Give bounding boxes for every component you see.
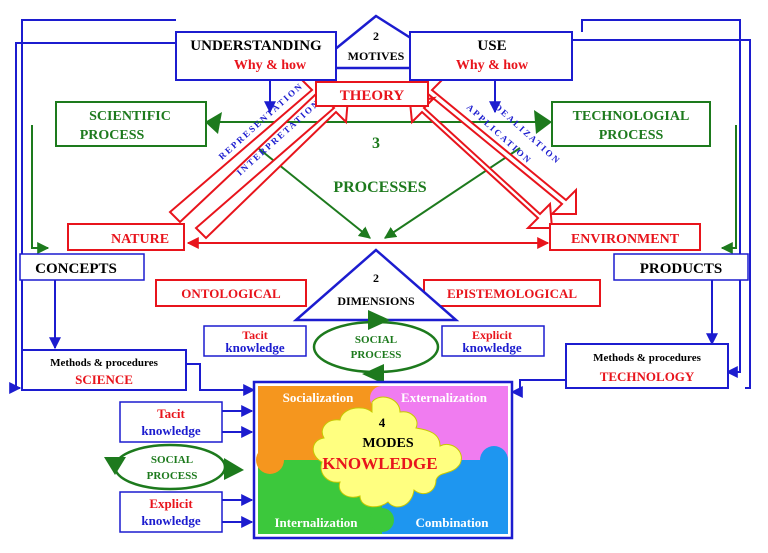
understanding-box [175, 31, 337, 81]
socialization-label: Socialization [283, 390, 355, 405]
scientific-process-box [55, 101, 207, 147]
dimensions-number: 2 [373, 271, 379, 285]
environment-label: ENVIRONMENT [571, 232, 680, 247]
technology-box [565, 343, 729, 389]
externalization-label: Externalization [401, 390, 488, 405]
science-line1: Methods & procedures [50, 357, 158, 369]
motives-number: 2 [373, 29, 379, 43]
knowledge-label: KNOWLEDGE [322, 454, 437, 473]
products-label: PRODUCTS [640, 261, 723, 277]
social-left-arrow-right [224, 458, 244, 480]
tacit-top-line1: Tacit [242, 328, 268, 342]
tacit-left-line2: knowledge [141, 423, 200, 438]
science-box [21, 349, 187, 391]
social-arrow-top [368, 310, 390, 330]
tacit-left-line1: Tacit [157, 406, 185, 421]
scientific-process-line2: PROCESS [80, 128, 145, 143]
social-process-top-line1: SOCIAL [355, 334, 397, 346]
ontological-label: ONTOLOGICAL [181, 286, 281, 301]
technological-process-line1: TECHNOLOGIAL [573, 109, 690, 124]
social-process-left-line2: PROCESS [147, 470, 198, 482]
processes-label: PROCESSES [333, 179, 426, 196]
motives-label: MOTIVES [348, 49, 405, 63]
explicit-top-box [441, 325, 545, 357]
tacit-top-box [203, 325, 307, 357]
explicit-left-line1: Explicit [149, 496, 193, 511]
understanding-title: UNDERSTANDING [190, 38, 322, 54]
environment-box [549, 223, 701, 251]
outer-connectors [9, 19, 751, 528]
modes-center-piece [312, 396, 462, 508]
modes-number: 4 [379, 415, 386, 430]
epistemological-label: EPISTEMOLOGICAL [447, 286, 577, 301]
explicit-top-line1: Explicit [472, 328, 512, 342]
tacit-left-box [119, 401, 223, 443]
social-process-left-ellipse [113, 443, 227, 491]
understanding-sub: Why & how [234, 58, 307, 73]
combination-label: Combination [416, 515, 490, 530]
social-process-left-line1: SOCIAL [151, 454, 193, 466]
use-sub: Why & how [456, 58, 529, 73]
theory-label: THEORY [340, 88, 405, 104]
concepts-box [19, 253, 145, 281]
technological-process-line2: PROCESS [599, 128, 664, 143]
ontological-box [155, 279, 307, 307]
nature-box [67, 223, 185, 251]
modes-puzzle [252, 380, 514, 540]
green-arrowhead-left [205, 112, 222, 134]
scientific-process-line1: SCIENTIFIC [89, 109, 171, 124]
green-connectors [31, 121, 737, 254]
explicit-left-line2: knowledge [141, 513, 200, 528]
products-box [613, 253, 749, 281]
green-arrowhead-right [534, 110, 552, 134]
nature-label: NATURE [111, 232, 169, 247]
social-arrow-bottom [362, 364, 384, 384]
use-box [409, 31, 573, 81]
modes-label: MODES [362, 436, 414, 451]
technology-line1: Methods & procedures [593, 352, 701, 364]
use-title: USE [477, 38, 506, 54]
explicit-top-line2: knowledge [462, 340, 521, 355]
epistemological-box [423, 279, 601, 307]
science-line2: SCIENCE [75, 372, 133, 387]
social-left-arrow-left [104, 457, 126, 475]
concepts-label: CONCEPTS [35, 261, 117, 277]
dimensions-label: DIMENSIONS [337, 294, 415, 308]
technological-process-box [551, 101, 711, 147]
tacit-top-line2: knowledge [225, 340, 284, 355]
technology-line2: TECHNOLOGY [600, 369, 695, 384]
social-process-top-line2: PROCESS [351, 349, 402, 361]
theory-box [315, 81, 429, 107]
social-process-top-ellipse [312, 320, 440, 374]
processes-number: 3 [372, 135, 380, 152]
internalization-label: Internalization [274, 515, 358, 530]
explicit-left-box [119, 491, 223, 533]
